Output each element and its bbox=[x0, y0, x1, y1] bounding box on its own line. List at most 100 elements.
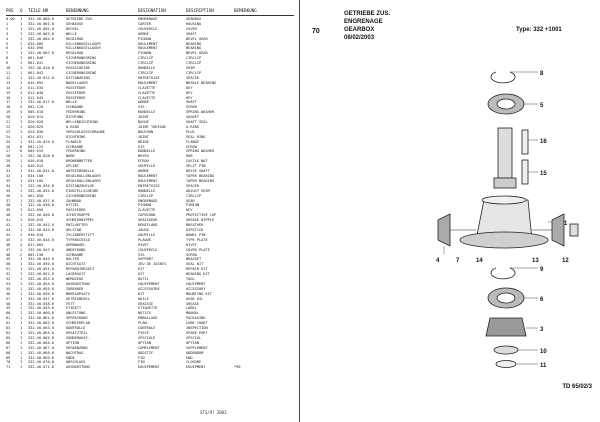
english-cell: CIRCLIP bbox=[186, 56, 202, 61]
english-cell: O-RING bbox=[186, 124, 199, 129]
pos-cell: 62 bbox=[6, 321, 11, 326]
part-number-cell: 620.025 bbox=[28, 124, 44, 129]
english-cell: CLOSURE bbox=[186, 360, 202, 365]
description-cell: SCHRAUBE bbox=[66, 252, 84, 257]
description-cell: WELLENDICHTRING bbox=[66, 120, 99, 125]
french-cell: ARBRE bbox=[138, 169, 149, 174]
part-number-cell: 332.40.057.0 bbox=[28, 296, 54, 301]
description-cell: PASSFEDER bbox=[66, 95, 86, 100]
pos-cell: 5 bbox=[6, 41, 9, 46]
description-cell: PASSSCHEIBE bbox=[66, 66, 90, 71]
part-number-cell: 332.40.059.0 bbox=[28, 306, 54, 311]
english-cell: BEVEL GEAR bbox=[186, 36, 208, 41]
pos-cell: 65 bbox=[6, 335, 11, 340]
french-cell: CIRCLIP bbox=[138, 56, 154, 61]
description-cell: SCHMIERNIPPEL bbox=[66, 218, 95, 223]
english-cell: GREASE bbox=[186, 301, 199, 306]
french-cell: KIT bbox=[138, 291, 145, 296]
french-cell: ROULEMENT bbox=[138, 41, 158, 46]
part-number-cell: 612.045 bbox=[28, 95, 44, 100]
french-cell: JOINT TORIQUE bbox=[138, 124, 167, 129]
pos-cell: 36 bbox=[6, 193, 11, 198]
qty-cell: 1 bbox=[20, 316, 23, 321]
french-cell: GOUPILLE bbox=[138, 232, 156, 237]
english-cell: SPLIT PIN bbox=[186, 164, 206, 169]
part-number-cell: 640.010 bbox=[28, 159, 44, 164]
description-cell: DICHTRING bbox=[66, 134, 86, 139]
english-cell: SPRING WASHER bbox=[186, 149, 215, 154]
qty-cell: 1 bbox=[20, 247, 23, 252]
description-cell: OELSTAB bbox=[66, 227, 82, 232]
english-cell: REPAIR KIT bbox=[186, 267, 208, 272]
pos-cell: 18 bbox=[6, 105, 11, 110]
description-cell: SICHERUNGSRING bbox=[66, 61, 97, 66]
qty-cell: 1 bbox=[20, 291, 23, 296]
pos-cell: 22 bbox=[6, 124, 11, 129]
description-cell: KEGELROLLENLAGER bbox=[66, 178, 101, 183]
part-number-cell: 332.40.025.0 bbox=[28, 139, 54, 144]
french-cell: RIVET bbox=[138, 242, 149, 247]
english-cell: DOWEL PIN bbox=[186, 232, 206, 237]
pos-cell: 53 bbox=[6, 277, 11, 282]
pos-cell: 49 bbox=[6, 257, 11, 262]
housing-part bbox=[459, 195, 562, 249]
qty-cell: 1 bbox=[20, 350, 23, 355]
pos-cell: 1 bbox=[6, 21, 9, 26]
description-cell: HALTER bbox=[66, 257, 79, 262]
french-cell: BRIDE bbox=[138, 139, 149, 144]
french-cell: ROULEMENT bbox=[138, 178, 158, 183]
qty-cell: 1 bbox=[20, 203, 23, 208]
pos-cell: 10 bbox=[6, 66, 11, 71]
qty-cell: 1 bbox=[20, 75, 23, 80]
qty-cell: 1 bbox=[20, 139, 23, 144]
part-number-cell: 630.010 bbox=[28, 232, 44, 237]
part-number-cell: 332.40.068.0 bbox=[28, 350, 54, 355]
part-number-cell: 332.40.001.0 bbox=[28, 21, 54, 26]
pos-cell: 67 bbox=[6, 345, 11, 350]
description-cell: KEGELRAD bbox=[66, 36, 84, 41]
pos-cell: 52 bbox=[6, 272, 11, 277]
pos-cell: 61 bbox=[6, 316, 11, 321]
part-number-cell: 612.035 bbox=[28, 85, 44, 90]
pos-cell: 59 bbox=[6, 306, 11, 311]
english-cell: SPECIAL bbox=[186, 335, 202, 340]
title-line-4: 08/02/2003 bbox=[344, 35, 375, 41]
english-cell: CIRCLIP bbox=[186, 193, 202, 198]
table-header: POS Q TEILE-NR BENENNUNG DESIGNATION DES… bbox=[6, 8, 294, 14]
qty-cell: 1 bbox=[20, 360, 23, 365]
qty-cell: 1 bbox=[20, 154, 23, 159]
part-number-cell: 332.40.045.0 bbox=[28, 237, 54, 242]
french-cell: GRAISSEUR bbox=[138, 218, 158, 223]
part-number-cell: 602.120 bbox=[28, 105, 44, 110]
header-qty: Q bbox=[20, 8, 23, 13]
callout-label: 16 bbox=[540, 139, 547, 145]
part-number-cell: 332.40.002.0 bbox=[28, 26, 54, 31]
english-cell: SHAFT bbox=[186, 100, 197, 105]
description-cell: ANLEITUNG bbox=[66, 311, 86, 316]
french-cell: CLAVETTE bbox=[138, 90, 156, 95]
french-cell: KIT bbox=[138, 272, 145, 277]
pos-cell: 44 bbox=[6, 232, 11, 237]
pos-cell: 16 bbox=[6, 95, 11, 100]
bearing-part-lower bbox=[487, 287, 538, 309]
qty-cell: 1 bbox=[20, 183, 23, 188]
pos-cell: 43 bbox=[6, 227, 11, 232]
pos-cell: 66 bbox=[6, 340, 11, 345]
header-en: DESCRIPTION bbox=[186, 8, 214, 13]
description-cell: AUSRUESTUNG bbox=[66, 365, 90, 370]
french-cell: VIS bbox=[138, 144, 145, 149]
header-pos: POS bbox=[6, 8, 14, 13]
part-number-cell: 332.40.035.0 bbox=[28, 188, 54, 193]
